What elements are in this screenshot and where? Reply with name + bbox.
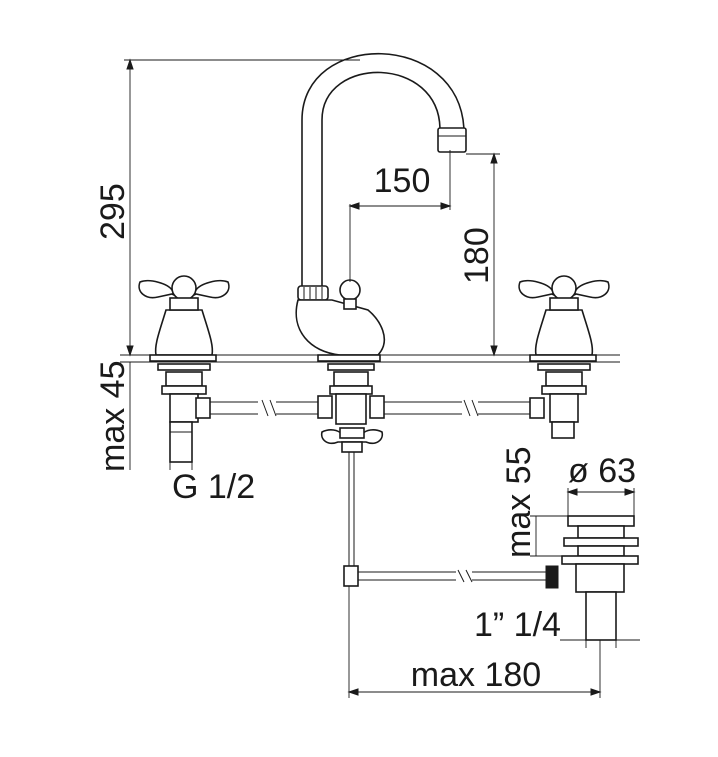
right-cross-handle	[518, 275, 610, 439]
dimension-150	[348, 150, 452, 282]
dimension-max-45-label: max 45	[94, 361, 132, 473]
dimension-295-label: 295	[94, 183, 132, 240]
dimension-295	[124, 58, 360, 357]
left-cross-handle	[138, 275, 230, 463]
dimension-max-180	[347, 586, 602, 698]
dimension-g-half	[169, 462, 193, 470]
dimension-dia-63-label: ø 63	[568, 452, 636, 490]
deck-lines	[120, 354, 620, 363]
spout-assembly	[295, 52, 467, 362]
dimension-outlet-label: 1” 1/4	[474, 606, 561, 644]
central-under-deck	[317, 363, 385, 570]
dimension-dia-63	[566, 488, 636, 516]
dimension-max-45	[122, 361, 138, 470]
dimension-max-55-label: max 55	[500, 447, 538, 559]
dimension-max-180-label: max 180	[411, 656, 541, 694]
dimension-g-half-label: G 1/2	[172, 468, 255, 506]
dimension-150-label: 150	[374, 162, 431, 200]
hoses	[195, 397, 545, 419]
dimension-180	[466, 152, 500, 357]
dimension-180-label: 180	[458, 227, 496, 284]
pop-up-waste	[343, 515, 639, 641]
dimension-max-55	[530, 515, 568, 557]
